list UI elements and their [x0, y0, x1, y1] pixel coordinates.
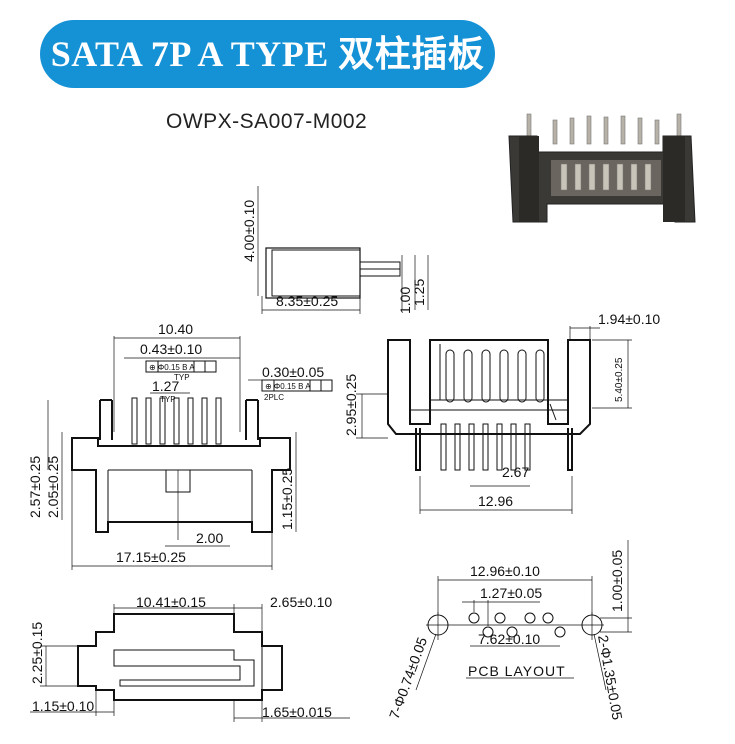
tol-frame-typ: ⊕ Φ0.15 B A: [149, 363, 195, 372]
dim-top-pin: 1.00: [397, 287, 413, 314]
dim-bottom-edge: 2.65±0.10: [270, 594, 332, 610]
product-photo: [495, 100, 705, 240]
dim-front-overall: 10.40: [158, 321, 193, 337]
top-side-view: 4.00±0.10 8.35±0.25 1.00 1.25: [241, 186, 429, 314]
right-view: 1.94±0.10 5.40±0.25 2.95±0.25 2.67 12.96: [343, 311, 660, 514]
dim-front-height-a: 2.57±0.25: [27, 456, 43, 518]
dim-right-offset: 1.94±0.10: [598, 311, 660, 327]
dim-pcb-pitch: 1.27±0.05: [480, 585, 542, 601]
dim-front-height-b: 2.05±0.25: [45, 456, 61, 518]
dim-top-pin-total: 1.25: [411, 279, 427, 306]
front-view: 10.40 0.43±0.10 ⊕ Φ0.15 B A TYP 1.27 TYP…: [27, 321, 333, 570]
dim-pcb-hole-large: 2-Φ1.35±0.05: [595, 634, 626, 721]
dim-right-height: 5.40±0.25: [614, 357, 625, 402]
pcb-layout: 12.96±0.10 1.27±0.05 1.00±0.05 7.62±0.10…: [386, 540, 632, 721]
dim-front-slot-depth: 1.15±0.25: [279, 468, 295, 530]
dim-front-pin-width: 0.43±0.10: [140, 341, 202, 357]
dim-top-width: 8.35±0.25: [276, 293, 338, 309]
dim-front-tab: 2.00: [196, 530, 223, 546]
dim-pcb-row-offset: 1.00±0.05: [609, 550, 625, 612]
dim-right-mount: 2.95±0.25: [343, 374, 359, 436]
tol-frame-2plc: ⊕ Φ0.15 B A: [265, 382, 311, 391]
dim-pcb-row-span: 7.62±0.10: [478, 631, 540, 647]
dim-front-pitch: 1.27: [152, 378, 179, 394]
tol-typ-label: TYP: [174, 373, 190, 382]
page-title: SATA 7P A TYPE 双柱插板式: [50, 34, 485, 142]
dim-top-height: 4.00±0.10: [241, 200, 257, 262]
bottom-view: 2.25±0.15 10.41±0.15 2.65±0.10 1.15±0.10…: [29, 594, 350, 722]
pitch-typ-label: TYP: [160, 395, 176, 404]
dim-right-pin-gap: 2.67: [502, 464, 529, 480]
pcb-layout-label: PCB LAYOUT: [468, 663, 566, 679]
dim-right-width: 12.96: [478, 493, 513, 509]
dim-pcb-hole-small: 7-Φ0.74±0.05: [386, 635, 430, 721]
tol-2plc-label: 2PLC: [264, 393, 284, 402]
photo-pins: [526, 113, 682, 145]
dim-front-body-width: 17.15±0.25: [116, 549, 186, 565]
dim-bottom-right: 1.65±0.015: [262, 704, 332, 720]
part-number: OWPX-SA007-M002: [166, 110, 368, 133]
dim-bottom-opening: 10.41±0.15: [136, 594, 206, 610]
title-banner: SATA 7P A TYPE 双柱插板式: [40, 20, 495, 142]
dim-pcb-span: 12.96±0.10: [470, 563, 540, 579]
dim-bottom-left: 1.15±0.10: [32, 698, 94, 714]
dim-bottom-height: 2.25±0.15: [29, 622, 45, 684]
dim-front-post: 0.30±0.05: [262, 364, 324, 380]
